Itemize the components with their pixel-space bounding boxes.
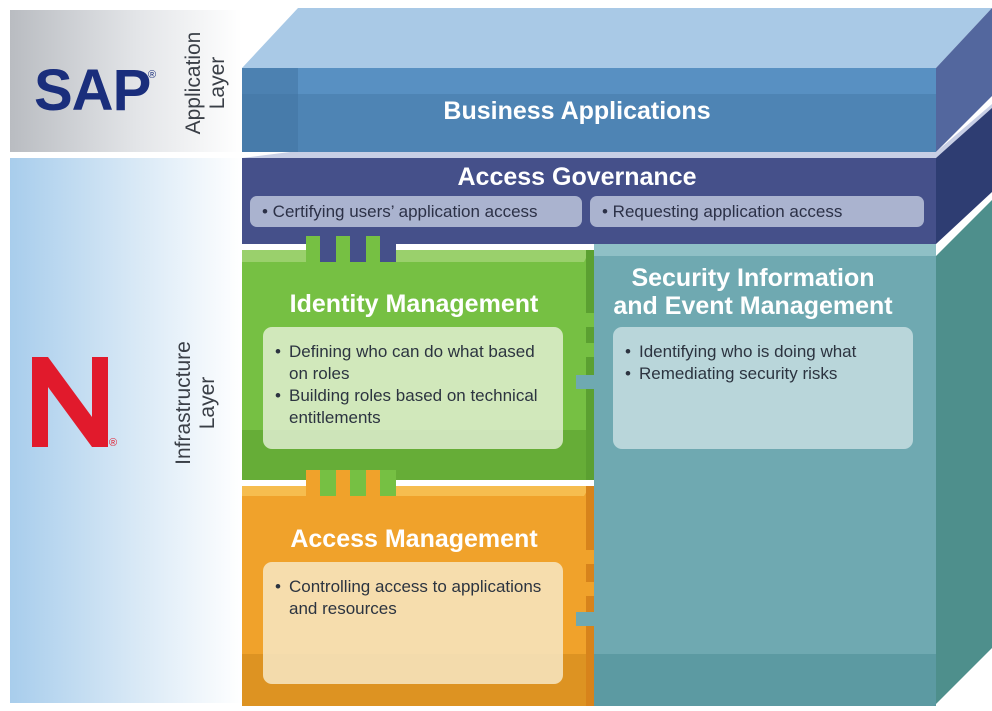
access-management-box: Controlling access to applications and r… bbox=[263, 562, 563, 684]
siem-list: Identifying who is doing what Remediatin… bbox=[623, 341, 903, 385]
governance-side-face bbox=[936, 108, 992, 244]
governance-top-face bbox=[242, 104, 992, 158]
siem-title-line2: and Event Management bbox=[613, 292, 893, 320]
novell-registered-mark: ® bbox=[109, 437, 118, 449]
siem-title-line1: Security Information bbox=[631, 264, 875, 292]
access-item-controlling: Controlling access to applications and r… bbox=[273, 576, 553, 620]
identity-management-box: Defining who can do what based on roles … bbox=[263, 327, 563, 449]
siem-item-remediating: Remediating security risks bbox=[623, 363, 903, 385]
sap-logo-text: SAP bbox=[34, 58, 151, 123]
siem-item-identifying: Identifying who is doing what bbox=[623, 341, 903, 363]
governance-item-requesting: • Requesting application access bbox=[590, 196, 924, 227]
novell-n-shape bbox=[32, 357, 108, 447]
identity-management-list: Defining who can do what based on roles … bbox=[273, 341, 553, 429]
access-management-title: Access Management bbox=[290, 525, 538, 553]
novell-logo bbox=[32, 357, 108, 447]
infrastructure-layer-band bbox=[10, 158, 242, 703]
identity-management-title: Identity Management bbox=[289, 290, 539, 318]
sap-registered-mark: ® bbox=[148, 69, 157, 81]
business-side-face bbox=[936, 8, 992, 152]
siem-title: Security Information and Event Managemen… bbox=[594, 264, 912, 320]
access-governance-title: Access Governance bbox=[457, 163, 697, 191]
application-layer-band bbox=[10, 10, 242, 152]
access-management-list: Controlling access to applications and r… bbox=[273, 576, 553, 620]
identity-item-roles: Defining who can do what based on roles bbox=[273, 341, 553, 385]
sap-logo: SAP bbox=[34, 62, 151, 120]
siem-box: Identifying who is doing what Remediatin… bbox=[613, 327, 913, 449]
identity-item-entitlements: Building roles based on technical entitl… bbox=[273, 385, 553, 429]
business-top-face bbox=[242, 8, 992, 68]
siem-side-face bbox=[936, 200, 992, 704]
siem-front-face bbox=[594, 244, 936, 706]
governance-item-certifying: • Certifying users’ application access bbox=[250, 196, 582, 227]
business-applications-title: Business Applications bbox=[443, 97, 711, 125]
